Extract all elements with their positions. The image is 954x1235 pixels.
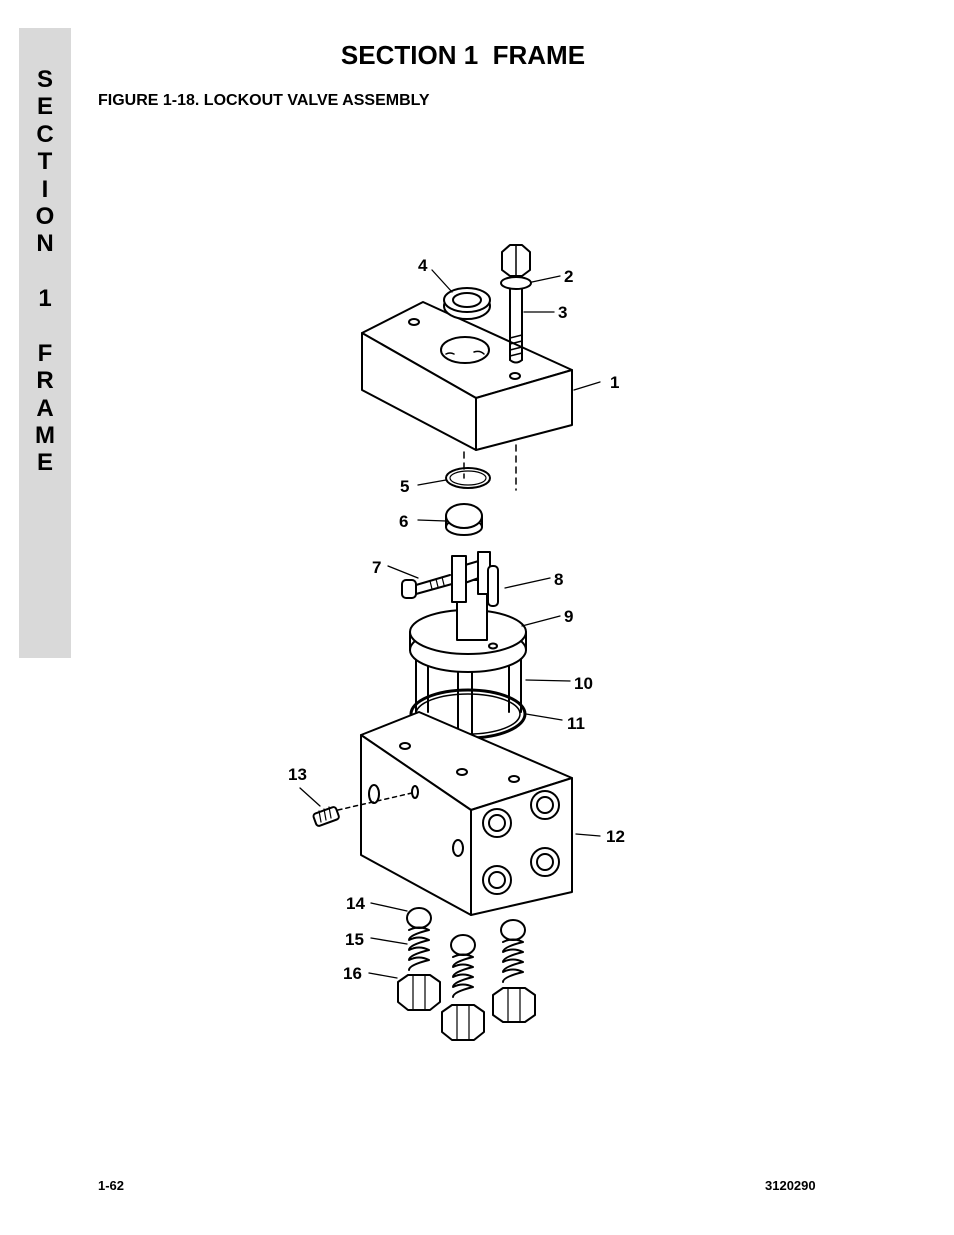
set-screw: [312, 792, 413, 827]
page-number: 1-62: [98, 1178, 125, 1193]
callout-2: 2: [564, 267, 573, 286]
seal-ring: [443, 287, 491, 320]
side-letter: S: [36, 66, 53, 93]
side-tab-letters: S E C T I O N 1 F R A M E: [19, 66, 71, 477]
side-letter: E: [36, 449, 53, 477]
pin-bolt: [401, 574, 453, 599]
side-letter: T: [37, 148, 53, 176]
side-letter: N: [36, 230, 54, 258]
o-ring: [445, 467, 491, 489]
top-valve-block: [361, 301, 573, 491]
callout-3: 3: [558, 303, 567, 322]
callout-11: 11: [567, 714, 585, 733]
section-title: SECTION 1 FRAME: [340, 40, 586, 70]
side-letter: C: [36, 120, 54, 148]
callout-9: 9: [564, 607, 573, 626]
callout-10: 10: [574, 674, 593, 693]
spindle-plate-assembly: [409, 551, 527, 741]
section-side-tab: S E C T I O N 1 F R A M E: [19, 28, 71, 658]
callout-5: 5: [400, 477, 409, 496]
poppet-spring-plug-left: [397, 907, 441, 1011]
callout-8: 8: [554, 570, 563, 589]
side-letter: I: [41, 175, 49, 203]
leader-lines: [299, 269, 601, 979]
callout-12: 12: [606, 827, 625, 846]
document-number: 3120290: [765, 1178, 816, 1193]
side-letter: F: [37, 339, 53, 367]
callout-7: 7: [372, 558, 381, 577]
callout-16: 16: [343, 964, 362, 983]
side-letter: E: [36, 93, 53, 121]
callout-labels: 1 2 3 4 5 6 7 8 9 10 11 12 13 14 15 16: [288, 256, 625, 983]
side-letter: 1: [38, 285, 52, 313]
callout-14: 14: [346, 894, 365, 913]
callout-13: 13: [288, 765, 307, 784]
poppet-spring-plug-middle: [441, 934, 485, 1041]
side-letter: M: [35, 422, 55, 450]
bolt-and-washer: [500, 244, 532, 364]
lower-valve-block: [360, 711, 573, 916]
poppet-spring-plug-right: [492, 919, 536, 1023]
callout-6: 6: [399, 512, 408, 531]
side-letter: A: [36, 394, 54, 422]
disc: [445, 503, 483, 536]
side-letter: O: [35, 202, 55, 230]
side-letter: R: [36, 367, 54, 395]
callout-1: 1: [610, 373, 619, 392]
callout-4: 4: [418, 256, 428, 275]
figure-title: FIGURE 1-18. LOCKOUT VALVE ASSEMBLY: [98, 92, 430, 109]
callout-15: 15: [345, 930, 364, 949]
